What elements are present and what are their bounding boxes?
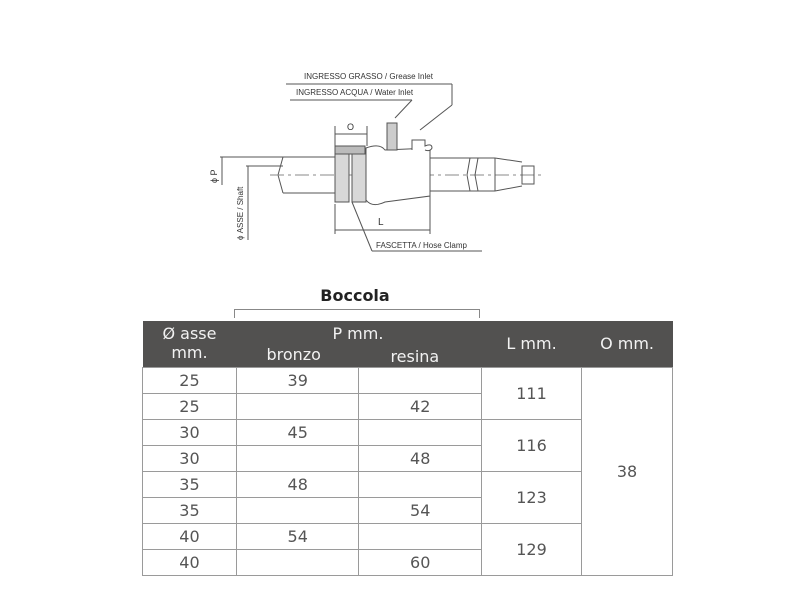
header-p: P mm. bronzo resina	[236, 321, 482, 368]
cell-asse: 25	[142, 393, 237, 420]
cell-bronzo: 45	[235, 419, 360, 446]
boccola-title: Boccola	[320, 286, 390, 305]
cell-asse: 35	[142, 497, 237, 524]
cell-l: 111	[480, 367, 583, 420]
cell-resina: 54	[358, 497, 482, 524]
table-row: 30 45 116	[142, 419, 673, 472]
cell-asse: 35	[142, 471, 237, 498]
cell-bronzo	[235, 445, 360, 472]
cell-asse: 40	[142, 549, 237, 576]
header-o: O mm.	[581, 321, 673, 368]
cell-bronzo: 39	[235, 367, 360, 394]
cell-bronzo	[235, 549, 360, 576]
cell-resina	[358, 471, 482, 498]
table-row: 25 39 111 38	[142, 367, 673, 576]
cell-o: 38	[581, 367, 673, 576]
cell-resina: 60	[358, 549, 482, 576]
header-resina: resina	[390, 347, 440, 366]
cell-bronzo: 54	[235, 523, 360, 550]
header-asse-unit: mm.	[171, 343, 208, 362]
dim-p-label: ϕ P	[209, 169, 219, 183]
cell-bronzo	[235, 393, 360, 420]
header-asse-label: Ø asse	[162, 324, 217, 343]
dim-shaft-label: ϕ ASSE / Shaft	[236, 186, 245, 240]
cell-resina	[358, 419, 482, 446]
header-l: L mm.	[481, 321, 582, 368]
table-row: 25 42	[142, 393, 673, 420]
cell-l: 123	[480, 471, 583, 524]
cell-l: 116	[480, 419, 583, 472]
table-row: 35 54	[142, 497, 673, 524]
boccola-bracket	[234, 309, 480, 318]
cell-bronzo	[235, 497, 360, 524]
cell-asse: 30	[142, 419, 237, 446]
hose-clamp-label: FASCETTA / Hose Clamp	[376, 241, 468, 250]
cell-resina	[358, 523, 482, 550]
header-asse: Ø asse mm.	[142, 321, 237, 368]
water-inlet-label: INGRESSO ACQUA / Water Inlet	[296, 88, 414, 97]
cell-asse: 30	[142, 445, 237, 472]
header-row: Ø asse mm. P mm. bronzo resina L mm. O m…	[142, 321, 673, 368]
cell-bronzo: 48	[235, 471, 360, 498]
dim-o-label: O	[347, 122, 354, 132]
header-bronzo: bronzo	[266, 345, 321, 364]
cell-asse: 40	[142, 523, 237, 550]
dim-l-label: L	[378, 217, 384, 228]
table-row: 40 60	[142, 549, 673, 576]
header-p-label: P mm.	[332, 324, 384, 343]
cell-resina: 42	[358, 393, 482, 420]
table-row: 30 48	[142, 445, 673, 472]
spec-table: Ø asse mm. P mm. bronzo resina L mm. O m…	[142, 321, 673, 576]
technical-drawing: INGRESSO GRASSO / Grease Inlet INGRESSO …	[209, 72, 545, 252]
cell-resina	[358, 367, 482, 394]
cell-l: 129	[480, 523, 583, 576]
cell-resina: 48	[358, 445, 482, 472]
table-row: 40 54 129	[142, 523, 673, 576]
grease-inlet-label: INGRESSO GRASSO / Grease Inlet	[304, 72, 434, 81]
cell-asse: 25	[142, 367, 237, 394]
